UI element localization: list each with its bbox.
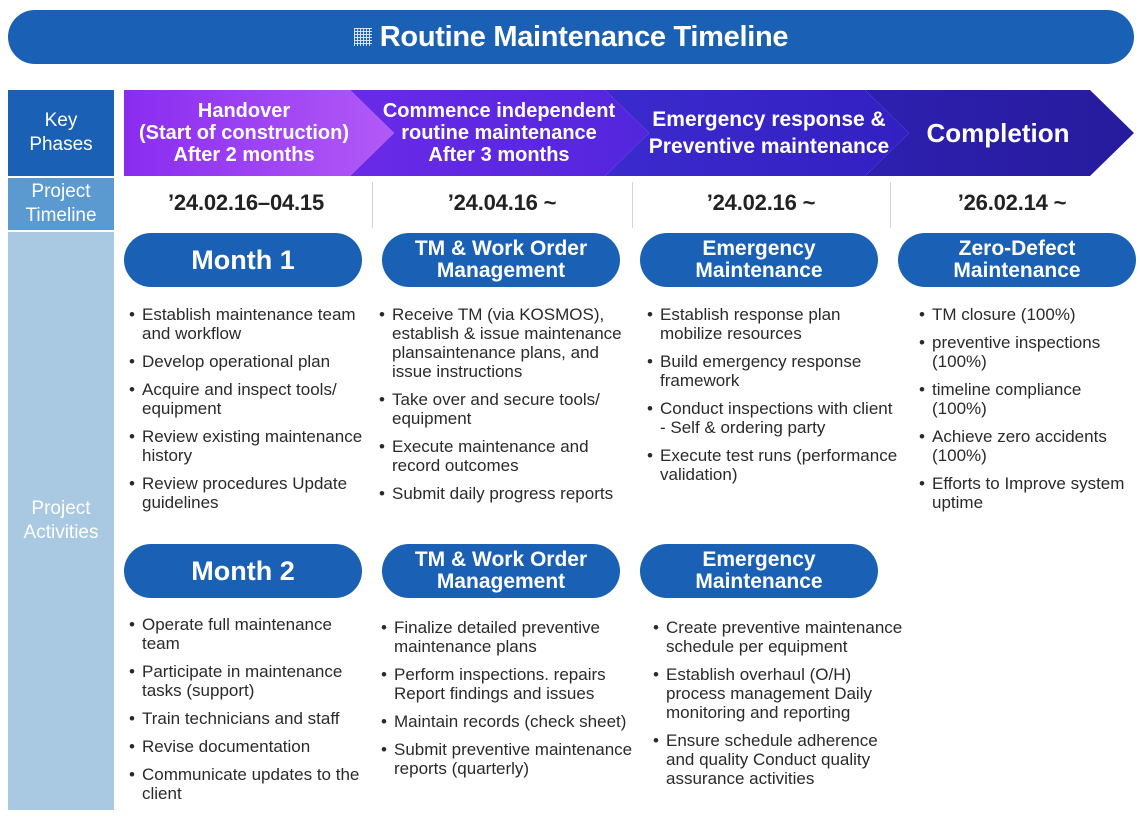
list-item: Ensure schedule adherence and quality Co… <box>652 731 908 788</box>
list-item: Participate in maintenance tasks (suppor… <box>128 662 372 700</box>
page-title: Routine Maintenance Timeline <box>379 20 789 53</box>
activity-list-tm-work-order: Receive TM (via KOSMOS), establish & iss… <box>378 305 634 512</box>
phase-arrow-2 <box>350 90 649 176</box>
key-phases-label: Key Phases <box>8 90 114 176</box>
timeline-divider <box>372 182 373 228</box>
timeline-divider <box>632 182 633 228</box>
list-item: Efforts to Improve system uptime <box>918 474 1132 512</box>
list-item: Receive TM (via KOSMOS), establish & iss… <box>378 305 634 381</box>
list-item: Build emergency response framework <box>646 352 902 390</box>
activity-title-tm-work-order-2: TM & Work Order Management <box>382 544 620 598</box>
phase-arrow-3 <box>605 90 909 176</box>
list-item: Establish response plan mobilize resourc… <box>646 305 902 343</box>
activity-title-emergency-2: Emergency Maintenance <box>640 544 878 598</box>
key-phases-label-text: Key Phases <box>29 110 93 155</box>
project-timeline-label-text: Project Timeline <box>25 181 97 226</box>
activity-list-zero-defect: TM closure (100%) preventive inspections… <box>918 305 1132 521</box>
list-item: Communicate updates to the client <box>128 765 372 803</box>
timeline-divider <box>890 182 891 228</box>
phase-arrow-4 <box>865 90 1134 176</box>
list-item: Submit preventive maintenance reports (q… <box>380 740 636 778</box>
list-item: Finalize detailed preventive maintenance… <box>380 618 636 656</box>
list-item: Acquire and inspect tools/ equipment <box>128 380 372 418</box>
list-item: Establish overhaul (O/H) process managem… <box>652 665 908 722</box>
phase-arrow-1 <box>124 90 394 176</box>
list-item: Operate full maintenance team <box>128 615 372 653</box>
list-item: Take over and secure tools/ equipment <box>378 390 634 428</box>
list-item: TM closure (100%) <box>918 305 1132 324</box>
list-item: Train technicians and staff <box>128 709 372 728</box>
phase-1-label: Handover (Start of construction) After 2… <box>139 100 349 166</box>
project-activities-label: Project Activities <box>8 232 114 810</box>
list-item: Create preventive maintenance schedule p… <box>652 618 908 656</box>
list-item: Perform inspections. repairs Report find… <box>380 665 636 703</box>
list-item: Establish maintenance team and workflow <box>128 305 372 343</box>
phase-3-label: Emergency response & Preventive maintena… <box>648 108 890 158</box>
phase-3-date: ’24.02.16 ~ <box>706 190 816 215</box>
list-item: Revise documentation <box>128 737 372 756</box>
project-activities-label-text: Project Activities <box>23 498 99 543</box>
activity-title-month-1: Month 1 <box>124 233 362 287</box>
list-item: preventive inspections (100%) <box>918 333 1132 371</box>
list-item: Maintain records (check sheet) <box>380 712 636 731</box>
phase-1-date: ’24.02.16–04.15 <box>167 190 325 215</box>
list-item: Conduct inspections with client - Self &… <box>646 399 902 437</box>
phase-4-label: Completion <box>926 118 1070 148</box>
project-timeline-label: Project Timeline <box>8 178 114 230</box>
list-item: Submit daily progress reports <box>378 484 634 503</box>
activity-title-tm-work-order: TM & Work Order Management <box>382 233 620 287</box>
activity-list-tm-work-order-2: Finalize detailed preventive maintenance… <box>380 618 636 787</box>
list-item: Develop operational plan <box>128 352 372 371</box>
activity-title-zero-defect: Zero-Defect Maintenance <box>898 233 1136 287</box>
activity-list-emergency: Establish response plan mobilize resourc… <box>646 305 902 493</box>
list-item: Execute maintenance and record outcomes <box>378 437 634 475</box>
list-item: Review procedures Update guidelines <box>128 474 372 512</box>
phase-arrows <box>124 90 1134 176</box>
activity-list-emergency-2: Create preventive maintenance schedule p… <box>652 618 908 797</box>
phase-4-date: ’26.02.14 ~ <box>957 190 1067 215</box>
phase-2-label: Commence independent routine maintenance… <box>382 100 616 166</box>
list-item: timeline compliance (100%) <box>918 380 1132 418</box>
list-item: Execute test runs (performance validatio… <box>646 446 902 484</box>
activity-title-month-2: Month 2 <box>124 544 362 598</box>
activity-list-month-1: Establish maintenance team and workflow … <box>128 305 372 521</box>
grid-icon <box>353 28 372 46</box>
list-item: Review existing maintenance history <box>128 427 372 465</box>
activity-title-emergency: Emergency Maintenance <box>640 233 878 287</box>
activity-list-month-2: Operate full maintenance team Participat… <box>128 615 372 812</box>
phase-2-date: ’24.04.16 ~ <box>447 190 557 215</box>
title-banner: Routine Maintenance Timeline <box>8 10 1134 64</box>
list-item: Achieve zero accidents (100%) <box>918 427 1132 465</box>
